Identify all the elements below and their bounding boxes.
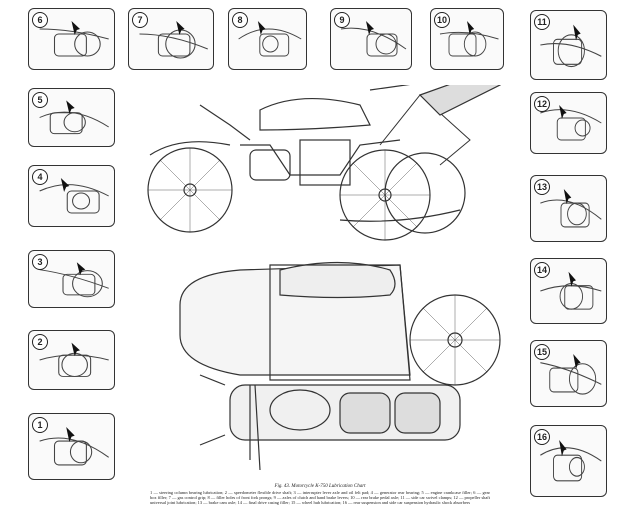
callout-number: 11 bbox=[534, 14, 550, 30]
arrow-icon bbox=[573, 24, 581, 41]
arrow-icon bbox=[559, 105, 567, 119]
detail-inset-5: 5 bbox=[28, 88, 115, 147]
callout-number: 15 bbox=[534, 344, 550, 360]
detail-drawing bbox=[39, 21, 109, 57]
detail-drawing bbox=[39, 178, 109, 214]
detail-inset-11: 11 bbox=[530, 10, 607, 80]
detail-inset-13: 13 bbox=[530, 175, 607, 242]
arrow-icon bbox=[66, 427, 75, 443]
detail-inset-9: 9 bbox=[330, 8, 412, 70]
arrow-icon bbox=[71, 21, 80, 35]
arrow-icon bbox=[71, 342, 80, 357]
arrow-icon bbox=[366, 21, 374, 35]
detail-inset-6: 6 bbox=[28, 8, 115, 70]
detail-inset-2: 2 bbox=[28, 330, 115, 390]
arrow-icon bbox=[573, 354, 581, 370]
callout-number: 1 bbox=[32, 417, 48, 433]
detail-inset-10: 10 bbox=[430, 8, 504, 70]
detail-drawing bbox=[39, 100, 109, 135]
detail-inset-15: 15 bbox=[530, 340, 607, 407]
callout-number: 13 bbox=[534, 179, 550, 195]
detail-inset-12: 12 bbox=[530, 92, 607, 154]
detail-drawing bbox=[540, 105, 602, 141]
callout-number: 8 bbox=[232, 12, 248, 28]
callout-number: 3 bbox=[32, 254, 48, 270]
detail-drawing bbox=[39, 262, 109, 298]
arrow-icon bbox=[568, 271, 576, 287]
detail-inset-7: 7 bbox=[128, 8, 214, 70]
arrow-icon bbox=[257, 21, 266, 35]
motorcycle-sidecar-illustration bbox=[147, 85, 501, 471]
callout-number: 5 bbox=[32, 92, 48, 108]
detail-drawing bbox=[540, 271, 602, 310]
callout-number: 16 bbox=[534, 429, 550, 445]
callout-number: 10 bbox=[434, 12, 450, 28]
arrow-icon bbox=[66, 100, 75, 114]
detail-inset-16: 16 bbox=[530, 425, 607, 497]
detail-inset-8: 8 bbox=[228, 8, 307, 70]
arrow-icon bbox=[76, 262, 86, 276]
detail-inset-1: 1 bbox=[28, 413, 115, 480]
caption-title: Fig. 43. Motorcycle K-750 Lubrication Ch… bbox=[274, 484, 366, 489]
arrow-icon bbox=[559, 440, 567, 457]
detail-drawing bbox=[540, 189, 602, 228]
detail-drawing bbox=[39, 342, 109, 377]
figure-caption: Fig. 43. Motorcycle K-750 Lubrication Ch… bbox=[150, 484, 490, 505]
callout-number: 14 bbox=[534, 262, 550, 278]
detail-inset-4: 4 bbox=[28, 165, 115, 227]
caption-text: 1 — steering column bearing lubrication;… bbox=[150, 490, 490, 505]
detail-drawing bbox=[540, 440, 602, 482]
arrow-icon bbox=[60, 178, 70, 192]
arrow-icon bbox=[467, 21, 475, 35]
detail-drawing bbox=[340, 21, 407, 57]
callout-number: 2 bbox=[32, 334, 48, 350]
detail-inset-14: 14 bbox=[530, 258, 607, 324]
arrow-icon bbox=[176, 21, 185, 35]
detail-drawing bbox=[238, 21, 302, 57]
callout-number: 12 bbox=[534, 96, 550, 112]
callout-number: 4 bbox=[32, 169, 48, 185]
callout-number: 9 bbox=[334, 12, 350, 28]
callout-number: 7 bbox=[132, 12, 148, 28]
detail-drawing bbox=[439, 21, 499, 57]
callout-number: 6 bbox=[32, 12, 48, 28]
detail-drawing bbox=[139, 21, 208, 59]
detail-drawing bbox=[540, 24, 602, 68]
detail-drawing bbox=[540, 354, 602, 395]
arrow-icon bbox=[563, 189, 572, 205]
detail-inset-3: 3 bbox=[28, 250, 115, 308]
detail-drawing bbox=[39, 427, 109, 466]
